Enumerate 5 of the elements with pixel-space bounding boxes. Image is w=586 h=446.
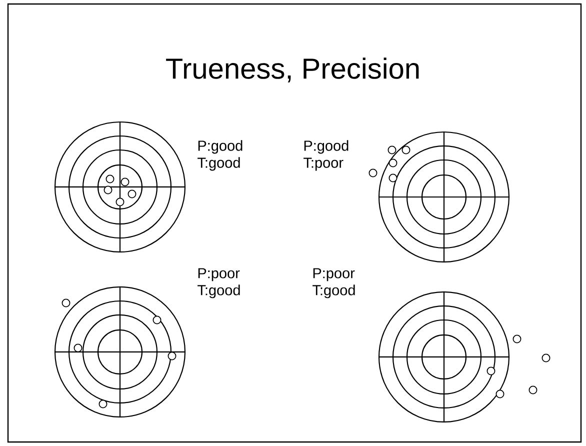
result-label: P:poor T:good xyxy=(312,268,355,298)
result-label: P:good T:poor xyxy=(304,140,348,171)
result-label: P:poor T:good xyxy=(198,268,240,298)
result-label: P:good T:good xyxy=(198,140,242,171)
title: Trueness, Precision xyxy=(166,58,419,82)
